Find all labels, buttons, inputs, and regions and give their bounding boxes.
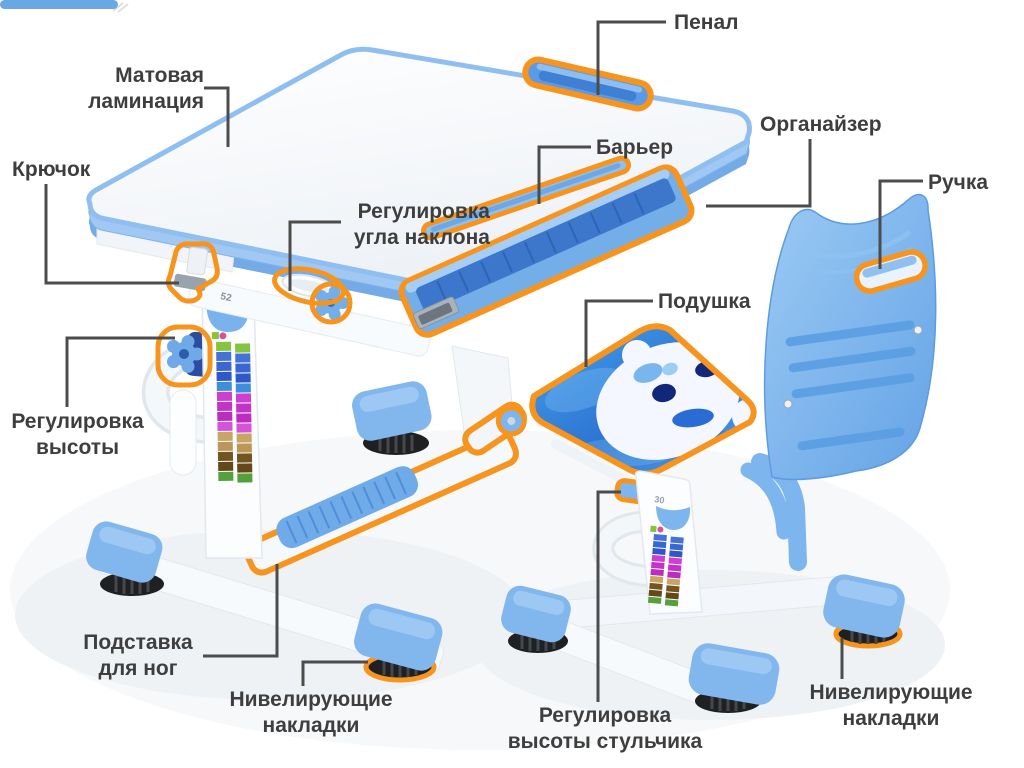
label-chair-height-adjustment: Регулировка высоты стульчика — [507, 704, 703, 753]
label-leveling-pads-chair: Нивелирующие накладки — [809, 681, 973, 730]
desk-base — [86, 521, 445, 683]
leader-matte-lamination — [204, 86, 230, 147]
leader-chair-height-adjustment — [596, 490, 621, 702]
height-clamp-highlight — [155, 324, 213, 388]
backrest-screw — [783, 399, 793, 409]
label-tilt-adjustment: Регулировка угла наклона — [353, 200, 490, 249]
label-height-adjustment: Регулировка высоты — [11, 410, 144, 459]
desk: 52 — [86, 46, 752, 683]
tilt-highlight-1 — [272, 266, 346, 306]
leader-handle — [878, 179, 923, 269]
desk-hook — [165, 241, 220, 304]
chair-front-foot — [688, 643, 780, 713]
desk-leg-slider — [169, 389, 197, 476]
label-barrier: Барьер — [596, 136, 674, 159]
leader-pencil-case — [596, 20, 666, 95]
desk-rear-foot — [352, 381, 432, 455]
chair-rear-upright — [751, 453, 807, 571]
leader-height-adjustment — [65, 336, 175, 407]
chair-height-mark: 30 — [654, 494, 665, 505]
seat-support — [740, 462, 792, 540]
tilt-adjustment-knob — [272, 266, 353, 325]
leader-hook — [44, 184, 179, 285]
leader-lines — [44, 20, 923, 702]
watermark-mark — [112, 2, 129, 13]
chair-handle-cutout — [853, 249, 928, 294]
label-cushion: Подушка — [658, 290, 751, 313]
backrest-slats — [0, 0, 916, 451]
leader-tilt-adjustment — [288, 220, 341, 291]
label-footrest: Подставка для ног — [83, 631, 193, 680]
desk-barrier — [421, 155, 631, 241]
leader-footrest — [203, 564, 279, 658]
chair-right-foot — [823, 574, 905, 649]
footrest-pad — [276, 466, 419, 549]
leader-barrier — [537, 145, 591, 204]
label-organizer: Органайзер — [760, 113, 882, 136]
backrest-screw — [913, 325, 923, 335]
leader-leveling-pads-desk — [301, 660, 368, 686]
label-handle: Ручка — [928, 171, 989, 194]
tilt-highlight-2 — [309, 281, 353, 325]
hook-highlight — [165, 241, 220, 304]
bear-face — [596, 340, 754, 460]
desk-right-foot — [354, 603, 443, 683]
chair: 30 — [0, 0, 937, 713]
desk-height-mark: 52 — [219, 291, 233, 304]
chair-left-foot — [501, 585, 571, 653]
chair-leg: 30 — [592, 470, 703, 615]
chair-height-scale — [647, 525, 684, 607]
desk-height-scale — [211, 331, 253, 483]
label-hook: Крючок — [12, 158, 91, 181]
label-leveling-pads-desk: Нивелирующие накладки — [229, 688, 393, 737]
chair-backrest — [0, 0, 937, 481]
chair-cushion — [529, 323, 757, 477]
chair-leg-cap — [656, 506, 691, 530]
label-pencil-case: Пенал — [674, 11, 739, 34]
leader-cushion — [584, 299, 653, 367]
desk-footrest — [243, 401, 527, 576]
label-matte-lamination: Матовая ламинация — [88, 64, 204, 113]
cushion-highlight — [529, 323, 757, 477]
chair-base — [501, 574, 905, 713]
leader-organizer — [706, 139, 812, 208]
pencil-slot — [522, 56, 654, 112]
desk-left-foot — [86, 521, 164, 596]
desk-organizer-tray — [398, 164, 695, 338]
